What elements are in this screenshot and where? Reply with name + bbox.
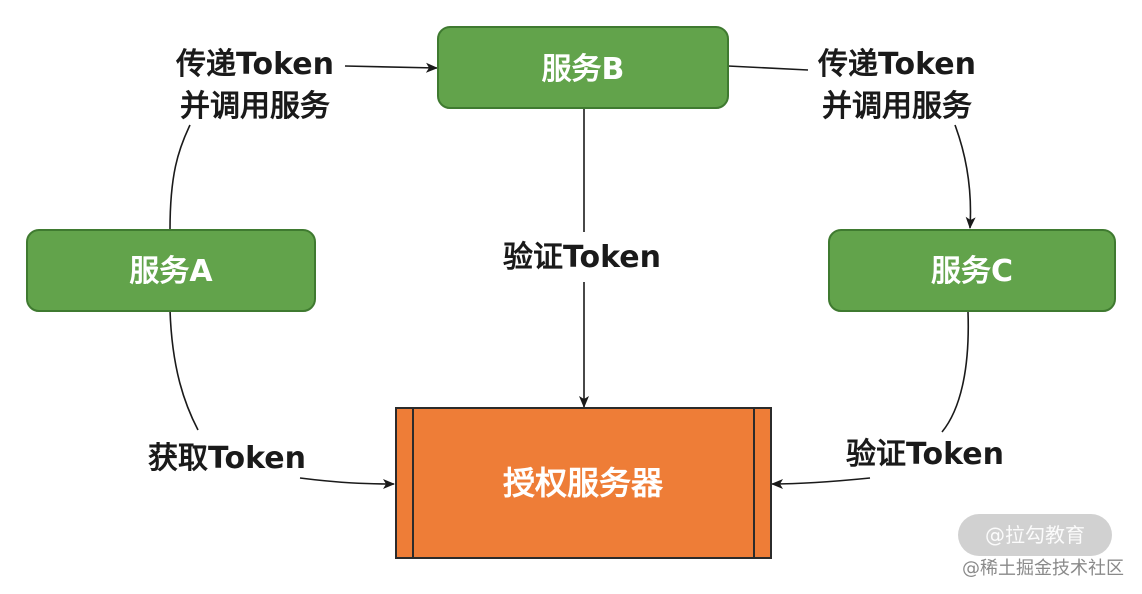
juejin-watermark: @稀土掘金技术社区: [962, 558, 1124, 579]
lagou-watermark-text: @拉勾教育: [985, 523, 1085, 547]
edge-label-a-to-b: 传递Token 并调用服务: [175, 47, 334, 124]
service-c-label: 服务C: [931, 254, 1013, 289]
edge-label-b-to-c-line2: 并调用服务: [822, 89, 972, 124]
edge-a-to-auth-arrow: [299, 477, 395, 489]
service-b-label: 服务B: [542, 52, 625, 87]
service-a-node: 服务A: [26, 229, 316, 312]
edge-label-a-to-b-line1: 传递Token: [175, 47, 334, 82]
edge-label-a-to-b-line2: 并调用服务: [180, 89, 330, 124]
auth-server-node: 授权服务器: [395, 407, 772, 559]
edge-b-to-c-arrow: [954, 124, 976, 229]
edge-a-to-auth: [169, 309, 199, 431]
edge-label-c-to-auth: 验证Token: [846, 437, 1004, 472]
edge-c-to-auth-arrow: [771, 477, 871, 489]
edge-label-b-to-c: 传递Token 并调用服务: [817, 47, 976, 124]
edge-c-to-auth: [941, 311, 970, 433]
service-c-node: 服务C: [828, 229, 1116, 312]
edge-label-a-to-auth: 获取Token: [148, 441, 306, 476]
edge-label-b-to-c-line1: 传递Token: [817, 47, 976, 82]
auth-server-label: 授权服务器: [503, 464, 664, 502]
service-b-node: 服务B: [437, 26, 729, 109]
lagou-watermark: @拉勾教育: [958, 514, 1112, 556]
edge-b-to-c: [727, 65, 809, 71]
edge-a-to-b-arrow: [344, 62, 438, 73]
edge-label-b-to-auth: 验证Token: [503, 240, 661, 275]
service-a-label: 服务A: [129, 254, 213, 289]
edge-a-to-b: [169, 124, 191, 231]
